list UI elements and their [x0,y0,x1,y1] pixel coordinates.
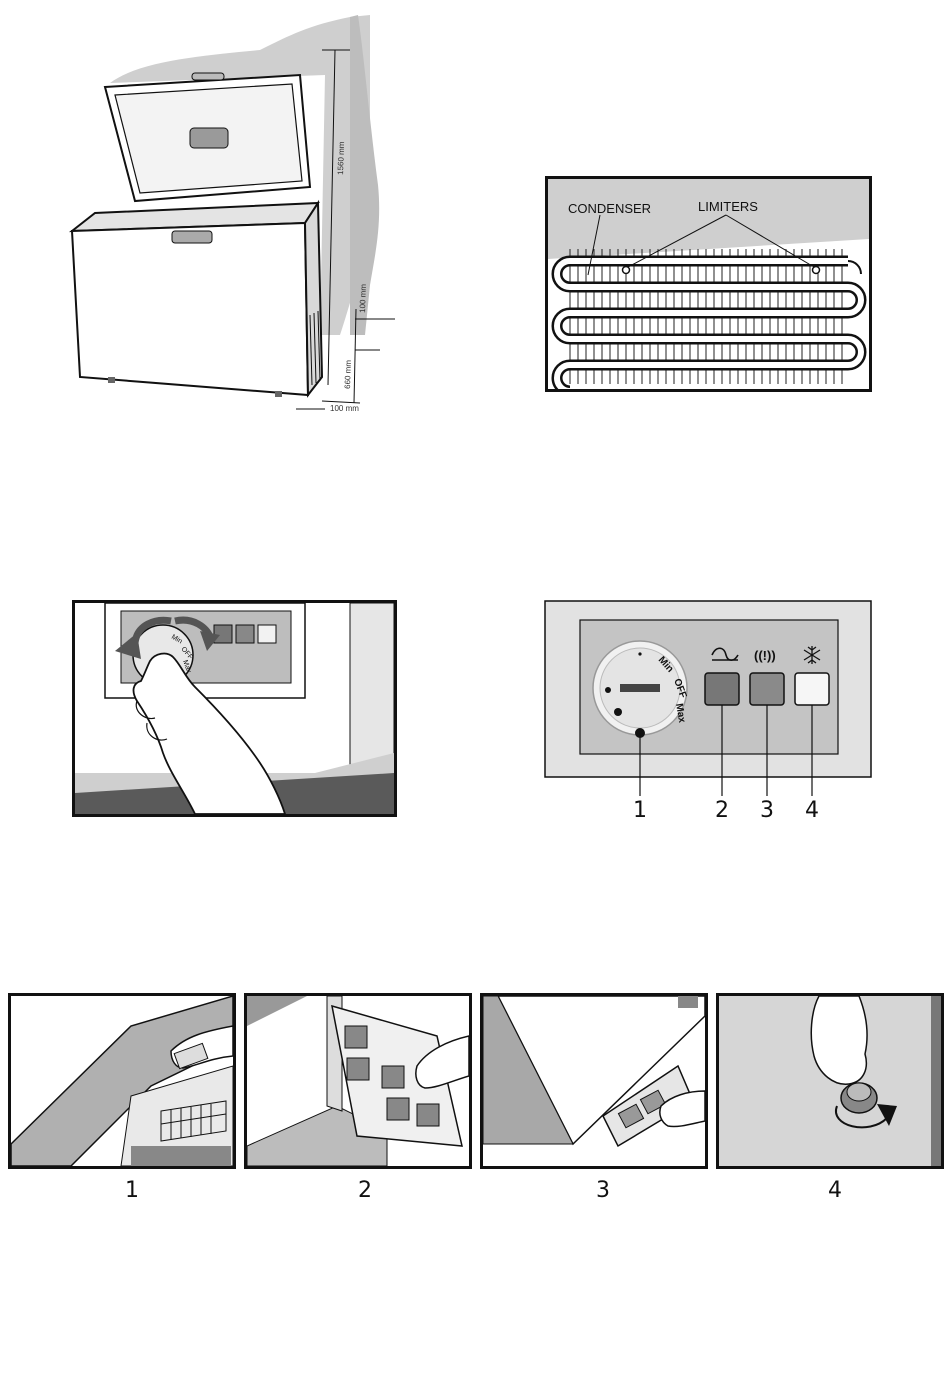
superfreeze-indicator [795,673,829,705]
callout-3: 3 [747,798,787,823]
control-panel-figure: Min OFF Max ((!)) [544,600,872,830]
lid-handle [190,128,228,148]
alarm-icon: ((!)) [754,648,776,663]
alarm-indicator [750,673,784,705]
step-label-1: 1 [112,1178,152,1203]
condenser-label: CONDENSER [568,201,651,216]
step-1-panel [8,993,236,1169]
step-3-panel [480,993,708,1169]
dim-side-gap-label: 100 mm [330,404,359,413]
power-indicator [705,673,739,705]
step-label-4: 4 [815,1178,855,1203]
step-2-panel [244,993,472,1169]
callout-2: 2 [702,798,742,823]
callout-4: 4 [792,798,832,823]
dim-height-label: 1560 mm [336,141,346,175]
callout-1: 1 [620,798,660,823]
step-4-panel [716,993,944,1169]
limiter-right [813,267,820,274]
dim-top-gap-label: 100 mm [358,284,368,314]
limiter-left [623,267,630,274]
condenser-tube [557,261,861,389]
step-label-3: 3 [583,1178,623,1203]
dim-vent-label: 660 mm [343,360,353,390]
step-label-2: 2 [345,1178,385,1203]
dial-turning-figure: Min OFF Max [72,600,397,817]
installation-figure: 1560 mm 100 mm 660 mm 100 mm [60,5,400,425]
dial-indicator-bar [620,684,660,692]
limiters-label: LIMITERS [698,199,758,214]
freezer-cabinet [72,223,308,395]
condenser-figure: CONDENSER LIMITERS [545,176,872,392]
